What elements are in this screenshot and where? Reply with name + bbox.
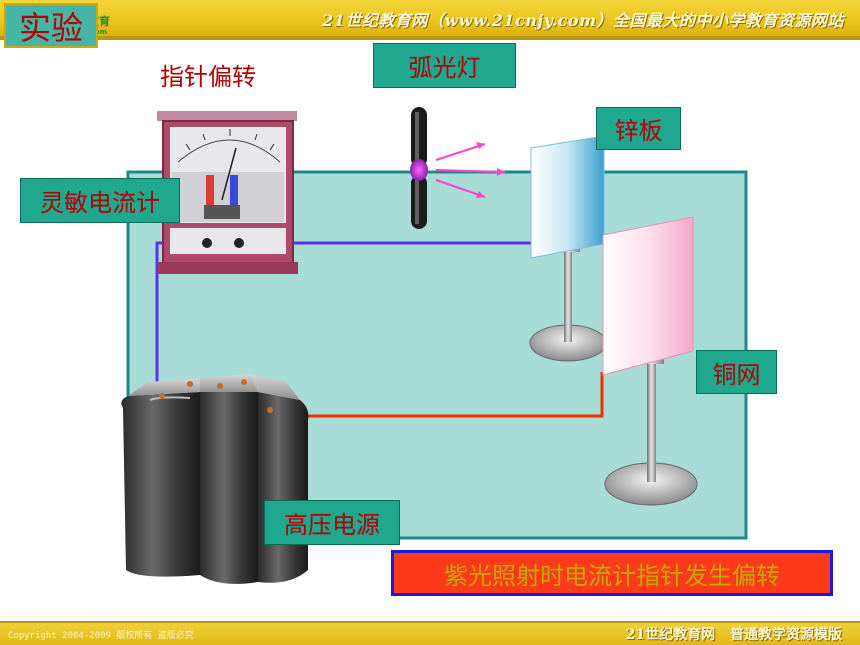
footer-site-text: 21世纪教育网 普通教学资源模版 [626,624,842,644]
arc-lamp-label: 弧光灯 [373,43,516,88]
experiment-badge: 实验 [4,3,98,48]
needle-deflection-label: 指针偏转 [160,63,256,91]
high-voltage-power-supply [121,374,309,584]
footer-site: 21世纪教育网 [625,627,716,643]
zinc-plate-stand [529,135,607,362]
zinc-plate-label: 锌板 [596,107,681,150]
arc-lamp [410,107,506,229]
result-statement: 紫光照射时电流计指针发生偏转 [391,550,833,596]
header-divider [0,36,860,40]
red-wire [270,372,604,418]
copper-mesh-stand [602,216,698,506]
header-site-text: 21世纪教育网（www.21cnjy.com）全国最大的中小学教育资源网站 [322,11,844,30]
galvanometer [157,111,298,274]
footer-template: 普通教学资源模版 [730,627,842,643]
galvanometer-label: 灵敏电流计 [20,178,180,223]
logo-text: 教育 [88,15,110,28]
copper-mesh-label: 铜网 [696,350,777,394]
copyright-text: Copyright 2004-2009 版权所有 盗版必究 [8,631,194,641]
power-supply-label: 高压电源 [264,500,400,545]
footer-bar: Copyright 2004-2009 版权所有 盗版必究 21世纪教育网 普通… [0,621,860,645]
header-bar [0,0,860,38]
